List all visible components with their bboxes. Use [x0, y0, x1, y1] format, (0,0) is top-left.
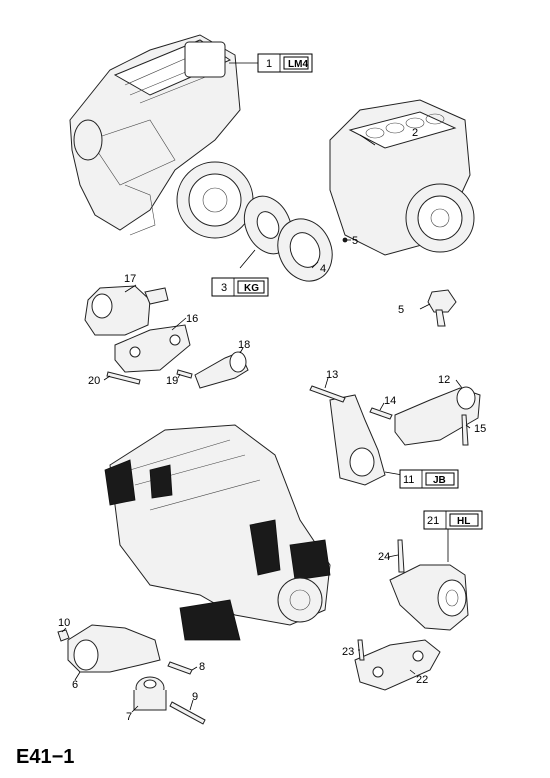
callout-10[interactable]: 10	[58, 617, 70, 629]
callout-4[interactable]: 4	[320, 263, 326, 275]
leader-lines	[61, 62, 471, 713]
callout-code: KG	[244, 283, 259, 294]
callout-22[interactable]: 22	[416, 674, 428, 686]
callout-9[interactable]: 9	[192, 691, 198, 703]
callout-2[interactable]: 2	[412, 127, 418, 139]
pressure-plate[interactable]	[268, 210, 342, 290]
callout-number: 3	[221, 282, 227, 294]
callout-code: LM4	[288, 59, 308, 70]
callout-18[interactable]: 18	[238, 339, 250, 351]
callout-7[interactable]: 7	[126, 711, 132, 723]
engine-mount-6[interactable]	[67, 624, 161, 673]
bush-7[interactable]	[133, 676, 167, 711]
engine-mount-17[interactable]	[84, 285, 169, 336]
bolt-20[interactable]	[106, 371, 141, 385]
bolt-23[interactable]	[357, 639, 365, 661]
callout-number: 1	[266, 58, 272, 70]
callout-12[interactable]: 12	[438, 374, 450, 386]
nut-10[interactable]	[57, 629, 70, 642]
callout-16[interactable]: 16	[186, 313, 198, 325]
flywheel-bolt[interactable]	[427, 289, 457, 327]
bracket-22[interactable]	[354, 639, 441, 691]
bolt-8[interactable]	[167, 661, 193, 675]
bracket-12[interactable]	[394, 386, 481, 446]
callout-6[interactable]: 6	[72, 679, 78, 691]
callout-20[interactable]: 20	[88, 375, 100, 387]
bolt-24[interactable]	[397, 539, 405, 573]
callout-5b[interactable]: 5	[398, 304, 404, 316]
bolt-9[interactable]	[169, 701, 206, 725]
torque-rod-18[interactable]	[194, 351, 249, 389]
callout-19[interactable]: 19	[166, 375, 178, 387]
engine-block[interactable]	[329, 99, 475, 256]
engine-assembly[interactable]	[69, 34, 254, 239]
bolt-19[interactable]	[176, 369, 193, 379]
callout-1[interactable]: 1 LM4	[257, 53, 313, 73]
callout-11[interactable]: 11 JB	[399, 469, 459, 489]
callout-3[interactable]: 3 KG	[211, 277, 269, 297]
engine-installed-view[interactable]	[104, 424, 331, 641]
callout-number: 21	[427, 515, 439, 527]
callout-14[interactable]: 14	[384, 395, 396, 407]
callout-24[interactable]: 24	[378, 551, 390, 563]
bracket-11[interactable]	[329, 394, 386, 486]
transmission-mount-21[interactable]	[389, 564, 469, 631]
callout-17[interactable]: 17	[124, 273, 136, 285]
bolt-small-icon	[342, 237, 348, 243]
callout-21[interactable]: 21 HL	[423, 510, 483, 530]
bolt-15[interactable]	[461, 414, 469, 446]
callout-number: 11	[403, 474, 414, 486]
bolt-14[interactable]	[369, 407, 393, 420]
callout-15[interactable]: 15	[474, 423, 486, 435]
callout-23[interactable]: 23	[342, 646, 354, 658]
bolt-13[interactable]	[309, 385, 346, 403]
callout-8[interactable]: 8	[199, 661, 205, 673]
callout-code: JB	[433, 475, 446, 486]
bracket-16[interactable]	[114, 324, 191, 373]
callout-5a[interactable]: 5	[352, 235, 358, 247]
callout-code: HL	[457, 516, 470, 527]
page-code: E41−1	[16, 746, 74, 768]
callout-13[interactable]: 13	[326, 369, 338, 381]
